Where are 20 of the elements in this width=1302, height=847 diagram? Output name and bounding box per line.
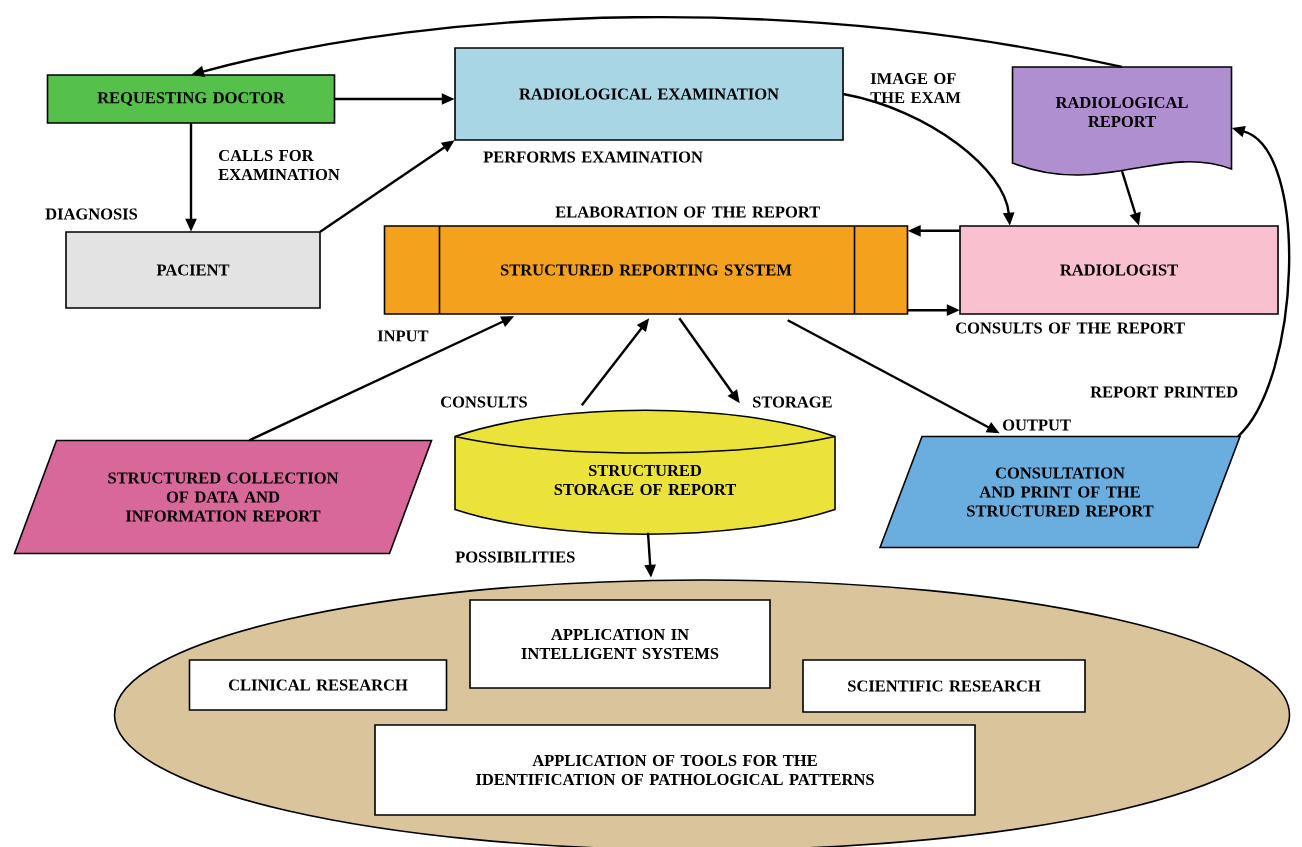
process-box: APPLICATION IN INTELLIGENT SYSTEMS [469, 599, 771, 689]
flow-label: INPUT [377, 330, 429, 342]
flow-label: POSSIBILITIES [455, 551, 575, 563]
flow-label: OUTPUT [1003, 419, 1071, 431]
process-box: RADIOLOGICAL EXAMINATION [454, 47, 844, 141]
flow-label: REPORT PRINTED [1090, 386, 1238, 398]
storage-cylinder: STRUCTURED STORAGE OF REPORT [454, 409, 836, 536]
process-box: STRUCTURED REPORTING SYSTEM [383, 225, 909, 315]
data-parallelogram: STRUCTURED COLLECTION OF DATA AND INFORMATION REPORT [13, 439, 433, 555]
flow-label: CALLS FOR EXAMINATION [218, 149, 340, 181]
flow-label: CONSULTS OF THE REPORT [956, 322, 1185, 334]
process-box: SCIENTIFIC RESEARCH [802, 659, 1086, 713]
process-box: CLINICAL RESEARCH [188, 659, 448, 711]
flow-label: IMAGE OF THE EXAM [870, 73, 961, 103]
process-box: RADIOLOGIST [959, 225, 1279, 315]
flow-label: CONSULTS [441, 396, 527, 408]
process-box: REQUESTING DOCTOR [46, 74, 336, 124]
process-box: APPLICATION OF TOOLS FOR THE IDENTIFICATION OF PATHOLOGICAL PATTERNS [374, 724, 976, 816]
flow-label: DIAGNOSIS [45, 208, 138, 220]
process-box: PACIENT [65, 231, 321, 309]
